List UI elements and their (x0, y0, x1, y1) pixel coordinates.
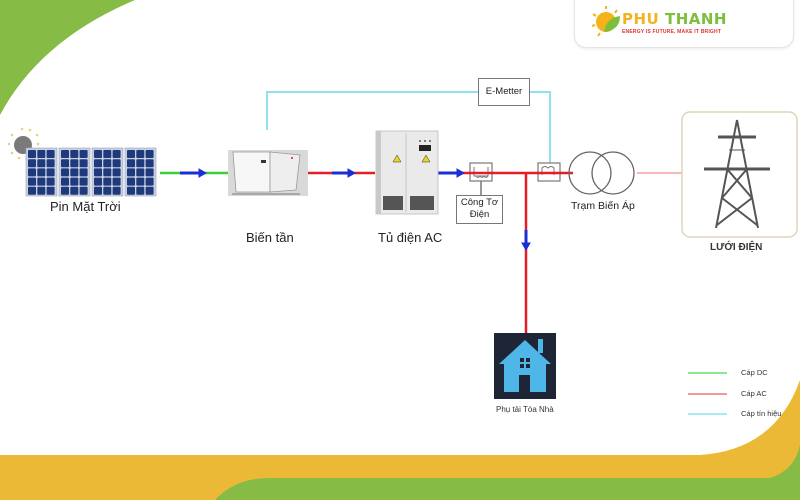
brand-name-part1: PHU (622, 10, 660, 28)
load-label: Phụ tải Tòa Nhà (496, 405, 554, 414)
solar-cell (70, 150, 79, 158)
solar-cell (127, 177, 135, 186)
solar-cell (103, 186, 112, 195)
solar-cell (46, 150, 55, 158)
solar-cell (136, 186, 145, 195)
solar-panel-array (25, 147, 157, 197)
solar-label: Pin Mặt Trời (50, 199, 121, 214)
solar-cell (37, 168, 46, 177)
solar-cell (94, 150, 102, 158)
solar-cell (28, 186, 36, 195)
solar-cell (37, 177, 46, 186)
brand-name: PHU THANH (622, 10, 727, 28)
grid-card (681, 111, 798, 238)
ac-cabinet-image (375, 130, 439, 215)
solar-cell (112, 186, 121, 195)
solar-cell (145, 168, 154, 177)
solar-cell (136, 168, 145, 177)
solar-cell (79, 150, 88, 158)
solar-cell (70, 159, 79, 168)
solar-cell (28, 159, 36, 168)
solar-cell (127, 159, 135, 168)
transformer-label: Trạm Biến Áp (571, 200, 635, 212)
flow-arrow-icon (437, 168, 466, 178)
solar-cell (28, 177, 36, 186)
sun-icon (7, 127, 40, 160)
solar-cell (61, 177, 69, 186)
solar-cell (46, 186, 55, 195)
solar-cell (112, 150, 121, 158)
solar-cell (28, 150, 36, 158)
bottom-right-green (770, 445, 800, 478)
solar-cell (145, 177, 154, 186)
solar-cell (46, 177, 55, 186)
house-icon (494, 333, 556, 399)
solar-cell (61, 168, 69, 177)
solar-cell (103, 159, 112, 168)
legend-label-signal: Cáp tín hiệu (741, 409, 782, 418)
flow-arrow-icon (521, 230, 531, 252)
solar-cell (136, 150, 145, 158)
meter-box: Công Tơ Điện (456, 195, 503, 224)
solar-cell (61, 159, 69, 168)
transmission-tower-icon (704, 119, 770, 229)
solar-cell (61, 150, 69, 158)
solar-cell (79, 186, 88, 195)
flow-arrow-icon (332, 168, 357, 178)
solar-cell (145, 150, 154, 158)
legend-label-dc: Cáp DC (741, 368, 768, 377)
solar-cell (70, 186, 79, 195)
solar-cell (127, 186, 135, 195)
solar-cell (37, 159, 46, 168)
solar-cell (94, 186, 102, 195)
inverter-label: Biến tần (246, 230, 294, 245)
solar-cell (136, 159, 145, 168)
grid-label: LƯỚI ĐIỆN (710, 242, 763, 253)
bottom-yellow-band (0, 380, 800, 500)
solar-cell (37, 186, 46, 195)
transformer-icon (568, 151, 635, 195)
brand-name-part2: THANH (664, 10, 727, 28)
solar-cell (37, 150, 46, 158)
solar-cell (79, 177, 88, 186)
solar-cell (145, 159, 154, 168)
solar-cell (28, 168, 36, 177)
solar-cell (79, 168, 88, 177)
flow-arrow-icon (180, 168, 208, 178)
solar-cell (94, 168, 102, 177)
corner-green-swoosh (0, 0, 135, 115)
solar-cell (112, 177, 121, 186)
solar-cell (136, 177, 145, 186)
solar-cell (94, 159, 102, 168)
solar-cell (145, 186, 154, 195)
signal-cable (266, 91, 551, 165)
solar-cell (127, 168, 135, 177)
brand-logo-icon (591, 6, 620, 37)
solar-cell (112, 159, 121, 168)
inverter-image (228, 150, 308, 196)
legend-label-ac: Cáp AC (741, 389, 767, 398)
solar-cell (127, 150, 135, 158)
solar-cell (61, 186, 69, 195)
solar-cell (70, 168, 79, 177)
ac-cabinet-label: Tủ điện AC (378, 230, 443, 245)
solar-cell (103, 150, 112, 158)
solar-cell (103, 177, 112, 186)
solar-cell (79, 159, 88, 168)
solar-cell (46, 168, 55, 177)
solar-cell (46, 159, 55, 168)
emeter-box: E-Metter (478, 78, 530, 106)
solar-cell (112, 168, 121, 177)
bottom-green-band (215, 478, 800, 500)
solar-cell (94, 177, 102, 186)
solar-cell (70, 177, 79, 186)
brand-tagline: ENERGY IS FUTURE, MAKE IT BRIGHT (622, 29, 722, 35)
solar-cell (103, 168, 112, 177)
